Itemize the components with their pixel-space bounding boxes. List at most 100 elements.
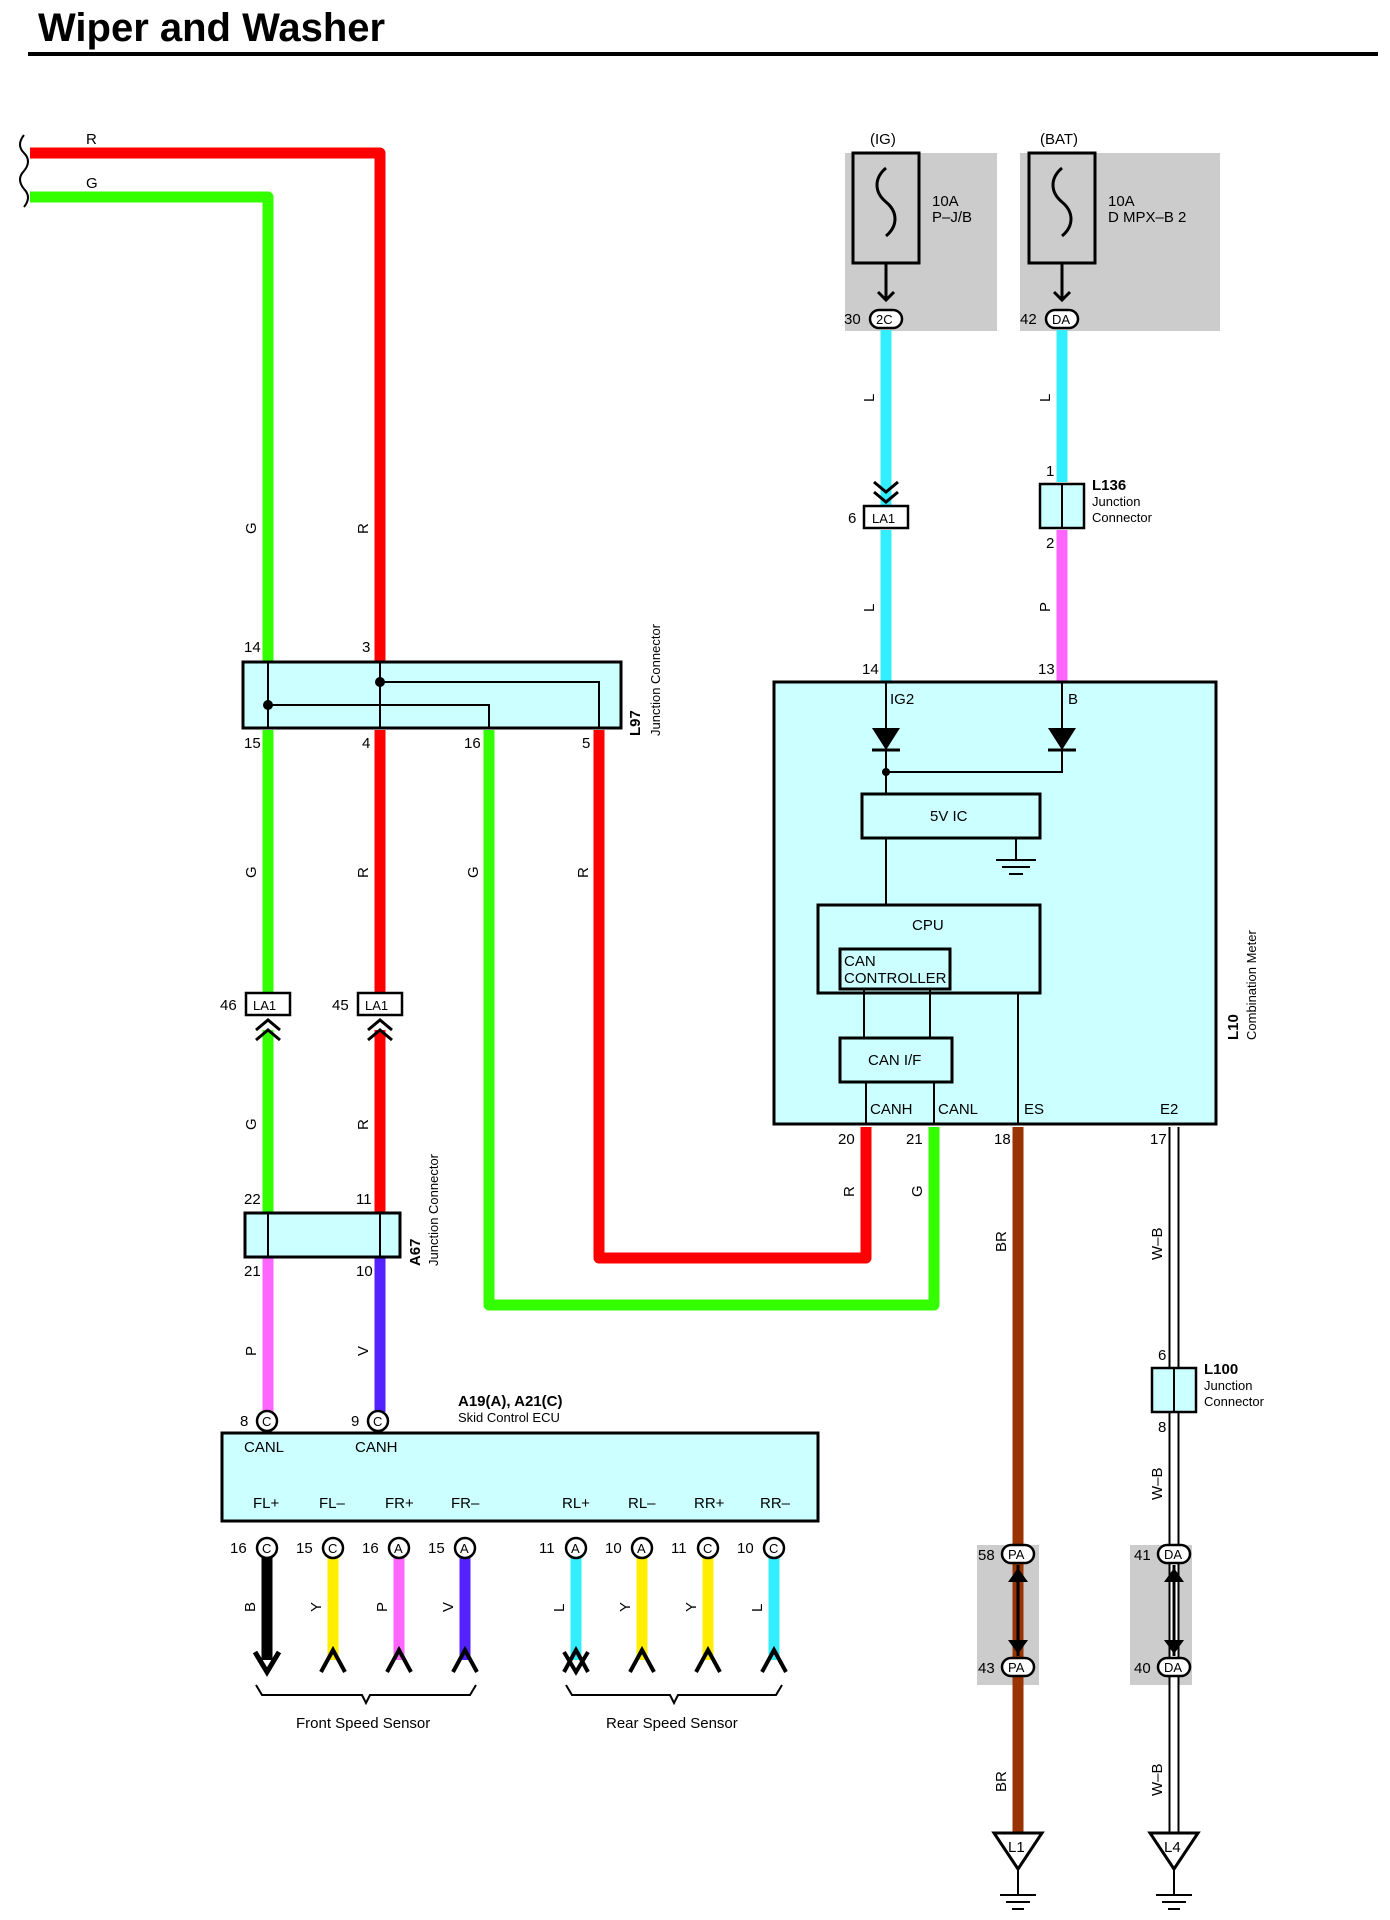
- ground-l4-label: L4: [1164, 1839, 1181, 1856]
- sensor-label-rl-minus: RL–: [628, 1495, 656, 1512]
- la1-top-name: LA1: [872, 511, 895, 526]
- wire-label-g-lower: G: [243, 1118, 260, 1130]
- sensor-wire-label-rl-plus: L: [551, 1604, 568, 1612]
- da-conn-bottom: DA: [1164, 1660, 1182, 1675]
- fuse-ig-conn: 2C: [876, 312, 893, 327]
- fuse-bat-pin: 42: [1020, 311, 1037, 328]
- front-speed-sensor-label: Front Speed Sensor: [296, 1715, 430, 1732]
- meter-code: L10: [1225, 1014, 1242, 1040]
- ground-l1-label: L1: [1008, 1839, 1025, 1856]
- sensor-conn-rr-plus: C: [703, 1541, 712, 1556]
- la1-top-pin: 6: [848, 510, 856, 527]
- wire-label-canl-g: G: [909, 1185, 926, 1197]
- l97-pin-4: 4: [362, 735, 370, 752]
- sensor-label-fl-minus: FL–: [319, 1495, 346, 1512]
- wire-label-p-a67: P: [243, 1346, 260, 1356]
- meter-pin-e2: 17: [1150, 1131, 1167, 1148]
- la1-left-pin-46: 46: [220, 997, 237, 1014]
- pa-connector-pair: [1000, 1543, 1036, 1678]
- meter-label-b: B: [1068, 691, 1078, 708]
- sensor-arrow-rl-minus: [628, 1645, 656, 1673]
- fuse-bat-source: (BAT): [1040, 131, 1078, 148]
- meter-pin-b: 13: [1038, 661, 1055, 678]
- sensor-pin-fl-minus: 15: [296, 1540, 313, 1557]
- da-pin-top: 41: [1134, 1547, 1151, 1564]
- da-conn-top: DA: [1164, 1547, 1182, 1562]
- fuse-bat-name: D MPX–B 2: [1108, 209, 1186, 226]
- sensor-arrow-fr-plus: [385, 1645, 413, 1673]
- l97-pin-16: 16: [464, 735, 481, 752]
- fuse-bat-conn: DA: [1052, 312, 1070, 327]
- wire-green-16: [483, 730, 940, 1311]
- fuse-bat: [1027, 151, 1097, 303]
- ecu-pin-canl: [255, 1409, 279, 1433]
- sensor-arrow-fr-minus: [451, 1645, 479, 1673]
- pa-conn-bottom: PA: [1008, 1660, 1025, 1675]
- pa-conn-top: PA: [1008, 1547, 1025, 1562]
- wires: [30, 147, 1180, 1833]
- sensor-wire-label-fr-minus: V: [440, 1602, 457, 1612]
- ecu-code: A19(A), A21(C): [458, 1393, 562, 1410]
- sensor-pin-fr-minus: 15: [428, 1540, 445, 1557]
- sensor-conn-fl-plus: C: [262, 1541, 271, 1556]
- la1-left-connector-45: [356, 991, 404, 1042]
- wire-label-bat-p: P: [1037, 602, 1054, 612]
- wire-label-r-lower: R: [355, 1119, 372, 1130]
- ecu-pin-canh: [366, 1409, 390, 1433]
- sensor-pin-rr-minus: 10: [737, 1540, 754, 1557]
- sensor-pin-circle-rl-plus: [564, 1536, 588, 1560]
- meter-pin-canl: 21: [906, 1131, 923, 1148]
- wire-label-bat-l: L: [1037, 394, 1054, 402]
- meter-cpu: CPU: [912, 917, 944, 934]
- sensor-arrow-rr-minus: [760, 1645, 788, 1673]
- wire-label-canh-r: R: [841, 1186, 858, 1197]
- sensor-pin-rl-plus: 11: [539, 1540, 555, 1557]
- sensor-arrow-down-rl-plus: [562, 1650, 590, 1676]
- wire-label-g-upper: G: [243, 522, 260, 534]
- a67-junction-connector: [243, 1211, 402, 1259]
- fuse-ig-rating: 10A: [932, 193, 959, 210]
- meter-label-ig2: IG2: [890, 691, 914, 708]
- wire-label-e2-wb2: W–B: [1149, 1467, 1166, 1500]
- wire-label-r5: R: [575, 867, 592, 878]
- skid-control-ecu: [220, 1431, 820, 1523]
- a67-code: A67: [407, 1238, 424, 1266]
- wire-label-e2-wb1: W–B: [1149, 1227, 1166, 1260]
- combination-meter: [772, 680, 1218, 1126]
- sensor-conn-rl-plus: A: [571, 1541, 580, 1556]
- sensor-label-fl-plus: FL+: [253, 1495, 280, 1512]
- l100-connector: [1150, 1366, 1198, 1414]
- rear-sensor-brace: [565, 1684, 783, 1706]
- sensor-pin-circle-rr-minus: [762, 1536, 786, 1560]
- la1-top-connector: [862, 480, 910, 530]
- sensor-pin-circle-fr-plus: [387, 1536, 411, 1560]
- sensor-label-rl-plus: RL+: [562, 1495, 590, 1512]
- sensor-conn-rl-minus: A: [637, 1541, 646, 1556]
- sensor-label-rr-plus: RR+: [694, 1495, 725, 1512]
- sensor-pin-fr-plus: 16: [362, 1540, 379, 1557]
- l136-code: L136: [1092, 477, 1126, 494]
- l136-connector: [1038, 482, 1086, 530]
- a67-name: Junction Connector: [426, 1153, 441, 1266]
- sensor-label-fr-plus: FR+: [385, 1495, 414, 1512]
- l97-pin-3: 3: [362, 639, 370, 656]
- la1-left-connector-46: [244, 991, 292, 1042]
- meter-5v-ic: 5V IC: [930, 808, 968, 825]
- ecu-conn-canh: C: [373, 1414, 382, 1429]
- wire-red-5: [593, 730, 872, 1264]
- sensor-wire-label-fl-plus: B: [242, 1602, 259, 1612]
- sensor-pin-fl-plus: 16: [230, 1540, 247, 1557]
- la1-left-name-45: LA1: [365, 998, 388, 1013]
- meter-canh: CANH: [870, 1101, 913, 1118]
- wire-green-top: [30, 191, 274, 665]
- da-pin-bottom: 40: [1134, 1660, 1151, 1677]
- wire-red-top: [30, 147, 386, 665]
- meter-can-ctrl-1: CAN: [844, 953, 876, 970]
- meter-pin-es: 18: [994, 1131, 1011, 1148]
- sensor-pin-circle-fl-plus: [255, 1536, 279, 1560]
- l97-pin-5: 5: [582, 735, 590, 752]
- wire-label-es-br1: BR: [993, 1231, 1010, 1252]
- fuse-ig-name: P–J/B: [932, 209, 972, 226]
